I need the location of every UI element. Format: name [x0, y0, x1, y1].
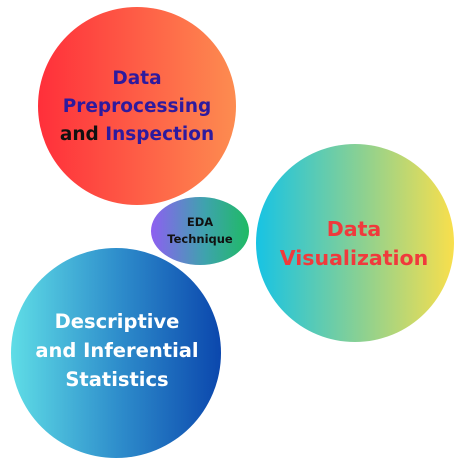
visualization-circle: Data Visualization — [256, 144, 454, 342]
preprocessing-line-3: and Inspection — [60, 121, 214, 149]
statistics-line-3: Statistics — [65, 367, 169, 391]
eda-line-1: EDA — [186, 215, 214, 229]
preprocessing-line-1: Data — [112, 68, 162, 89]
preprocessing-circle: Data Preprocessing and Inspection — [38, 7, 236, 205]
eda-center-ellipse: EDA Technique — [151, 197, 249, 265]
preprocessing-inspection-word: Inspection — [105, 124, 215, 145]
eda-line-2: Technique — [167, 232, 233, 246]
statistics-line-2: and Inferential — [35, 338, 199, 362]
statistics-circle: Descriptive and Inferential Statistics — [11, 248, 221, 458]
visualization-label: Data Visualization — [280, 215, 429, 273]
statistics-line-1: Descriptive — [54, 309, 180, 333]
eda-label: EDA Technique — [167, 214, 232, 248]
preprocessing-and-word: and — [59, 124, 99, 145]
statistics-label: Descriptive and Inferential Statistics — [35, 307, 198, 394]
visualization-line-1: Data — [326, 217, 382, 241]
preprocessing-line-2: Preprocessing — [62, 96, 212, 117]
visualization-line-2: Visualization — [279, 246, 429, 270]
preprocessing-label: Data Preprocessing and Inspection — [60, 65, 214, 149]
